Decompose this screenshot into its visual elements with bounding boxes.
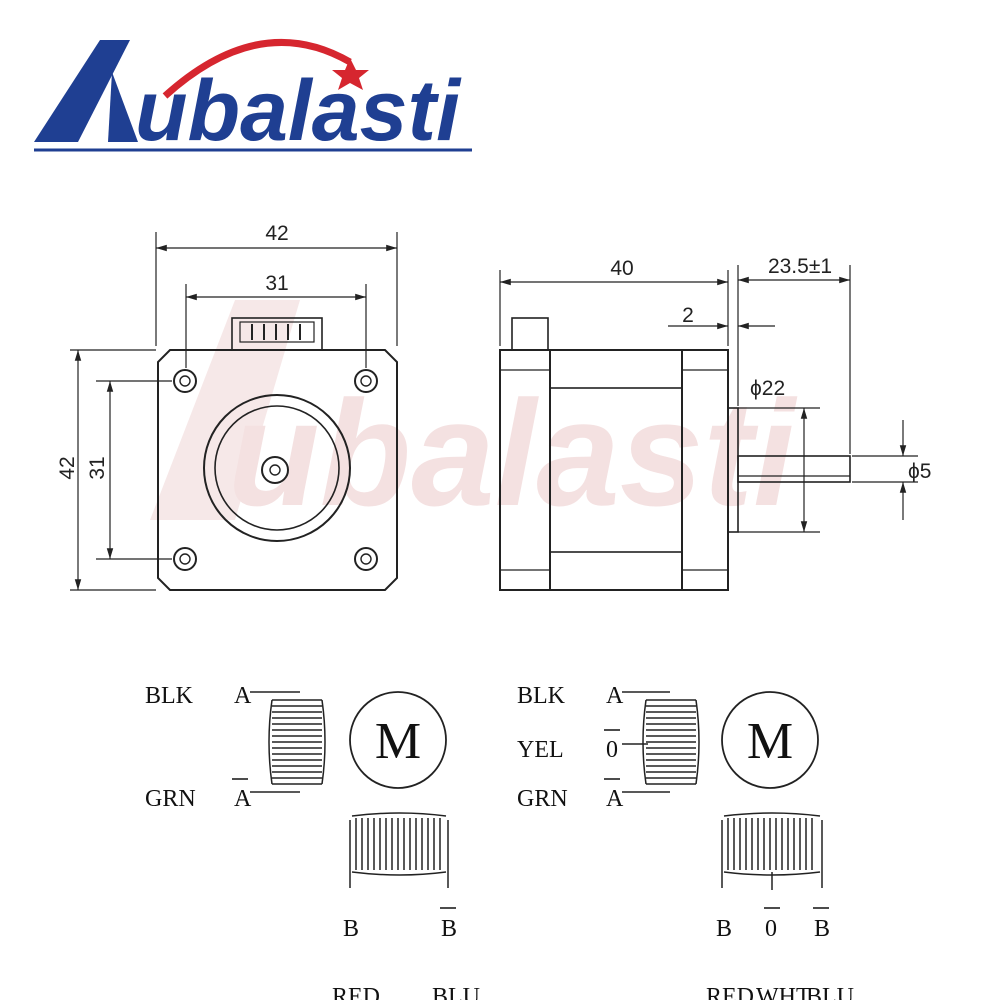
terminal-0: 0: [765, 916, 777, 942]
wire-label-grn: GRN: [517, 786, 568, 812]
front-dimensions: [70, 232, 398, 591]
mount-hole: [354, 547, 378, 571]
terminal-a-bar: A: [234, 786, 252, 812]
wire-label-wht: WHT: [756, 984, 811, 1000]
side-view: [499, 317, 851, 591]
dim-front-hole-height: 31: [86, 456, 109, 479]
wire-label-blk: BLK: [145, 683, 194, 709]
side-dimensions: [499, 265, 918, 533]
boss-outer: [203, 394, 351, 542]
shaft-end: [261, 456, 289, 484]
wire-label-blu: BLU: [432, 984, 480, 1000]
motor-symbol: [721, 691, 819, 789]
dim-flange: 2: [682, 304, 694, 327]
shaft: [737, 455, 851, 483]
dim-side-length: 40: [610, 257, 633, 280]
star-icon: [332, 58, 369, 90]
terminal-a: A: [606, 683, 624, 709]
coil-a: [622, 691, 700, 793]
coil-b: [721, 812, 823, 890]
dim-front-hole-width: 31: [265, 272, 288, 295]
dim-front-height: 42: [56, 456, 79, 479]
watermark-text: ubalasti: [228, 369, 798, 537]
wire-label-red: RED: [706, 984, 754, 1000]
wire-label-yel: YEL: [517, 737, 564, 763]
coil-a: [250, 691, 326, 793]
brand-logo: ubalasti: [34, 38, 472, 159]
boss-inner: [214, 405, 340, 531]
connector: [231, 317, 323, 351]
terminal-b-bar: B: [441, 916, 457, 942]
logo-a-right-stroke: [108, 72, 138, 142]
wire-label-grn: GRN: [145, 786, 196, 812]
motor-letter: M: [375, 713, 421, 770]
wire-label-red: RED: [332, 984, 380, 1000]
coil-b: [349, 812, 449, 888]
logo-swoosh: [162, 38, 352, 99]
mount-hole: [173, 547, 197, 571]
mount-hole: [173, 369, 197, 393]
logo-a-left-stroke: [34, 40, 130, 142]
wiring-6-wire: BLK YEL GRN A 0 A M B 0 B RED WHT BLU: [517, 683, 854, 1000]
terminal-0: 0: [606, 737, 618, 763]
terminal-b: B: [716, 916, 732, 942]
dim-boss-diameter: ϕ22: [750, 377, 785, 400]
dim-shaft-length: 23.5±1: [768, 255, 832, 278]
terminal-a: A: [234, 683, 252, 709]
front-body: [157, 349, 398, 591]
front-view: [157, 317, 398, 591]
terminal-b: B: [343, 916, 359, 942]
motor-letter: M: [747, 713, 793, 770]
mount-hole: [354, 369, 378, 393]
wire-label-blu: BLU: [806, 984, 854, 1000]
logo-wordmark: ubalasti: [135, 63, 462, 159]
connector-inner: [239, 321, 315, 343]
wiring-4-wire: BLK GRN A A M B B RED BLU: [145, 683, 480, 1000]
dim-shaft-diameter: ϕ5: [908, 460, 931, 483]
watermark: ubalasti: [150, 300, 798, 537]
wire-label-blk: BLK: [517, 683, 566, 709]
side-connector: [511, 317, 549, 351]
terminal-b-bar: B: [814, 916, 830, 942]
terminal-a-bar: A: [606, 786, 624, 812]
motor-symbol: [349, 691, 447, 789]
dim-front-width: 42: [265, 222, 288, 245]
